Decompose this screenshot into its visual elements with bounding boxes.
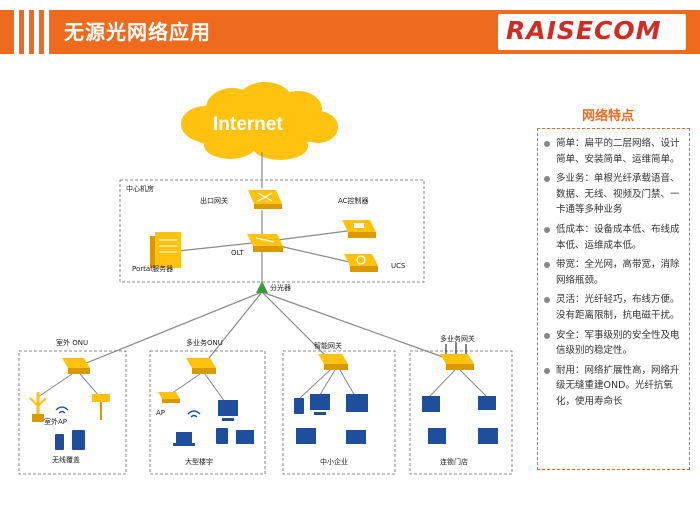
feature-text: 灵活：光纤轻巧，布线方便。没有距离限制，抗电磁干扰。	[556, 294, 680, 321]
bullet-icon	[544, 367, 550, 374]
branch-3-device-label: 智能网关	[314, 342, 342, 350]
outdoor-onu-device	[62, 358, 90, 374]
printer-icon	[236, 430, 254, 444]
feature-item: 安全：军事级别的安全性及电信级别的稳定性。	[544, 328, 685, 359]
bullet-icon	[544, 262, 550, 269]
egress-gateway-device	[248, 190, 282, 209]
bullet-icon	[544, 297, 550, 304]
diagram-svg	[18, 82, 513, 475]
bullet-icon	[544, 226, 550, 233]
feature-text: 低成本：设备成本低、布线成本低、运维成本低。	[556, 223, 680, 251]
wifi-icon-2	[187, 410, 201, 418]
egress-gateway-label: 出口网关	[200, 197, 228, 205]
feature-item: 灵活：光纤轻巧，布线方便。没有距离限制，抗电磁干扰。	[544, 292, 685, 323]
splitter-label: 分光器	[270, 284, 291, 292]
bullet-icon	[544, 332, 550, 339]
portal-server-label: Portal服务器	[132, 265, 174, 273]
multi-service-gateway-device	[440, 342, 474, 370]
phone-icon-2	[216, 428, 228, 444]
internet-cloud	[181, 82, 338, 160]
desktop-icon	[218, 400, 238, 416]
branch-2-device-label: 多业务ONU	[186, 339, 223, 347]
printer-icon-3	[478, 428, 498, 444]
ucs-label: UCS	[391, 262, 406, 270]
phone-icon-3	[294, 398, 304, 414]
olt-device	[247, 234, 283, 252]
stripes-decoration	[14, 10, 54, 54]
feature-text: 带宽：全光网，高带宽，消除网络瓶颈。	[556, 259, 680, 286]
feature-text: 安全：军事级别的安全性及电信级别的稳定性。	[556, 329, 680, 357]
wifi-icon	[55, 406, 69, 414]
branch-1-caption: 无线覆盖	[52, 456, 80, 464]
outdoor-ap-device	[29, 392, 47, 422]
feature-text: 多业务：单根光纤承载语音、数据、无线、视频及门禁、一卡通等多种业务	[556, 173, 680, 216]
multi-service-onu-device	[186, 358, 216, 374]
feature-item: 耐用：网络扩展性高，网络升级无缝重建OND。光纤抗氧化，使用寿命长	[544, 363, 685, 410]
printer-icon-2	[296, 428, 316, 444]
laptop-icon-2	[478, 396, 496, 410]
branch-1-sub-label: 室外AP	[44, 418, 68, 426]
laptop-icon	[176, 432, 192, 443]
branch-boxes	[18, 350, 513, 475]
feature-item: 多业务：单根光纤承载语音、数据、无线、视频及门禁、一卡通等多种业务	[544, 171, 685, 218]
outdoor-ap-2-device	[92, 394, 110, 420]
branch-2-sub-label: AP	[156, 409, 166, 417]
phone-icon	[55, 434, 64, 450]
feature-text: 耐用：网络扩展性高，网络升级无缝重建OND。光纤抗氧化，使用寿命长	[556, 364, 680, 407]
telephone-icon	[346, 430, 366, 444]
portal-server-device	[150, 232, 181, 268]
central-room-box	[119, 179, 425, 283]
ac-controller-label: AC控制器	[338, 197, 369, 205]
olt-label: OLT	[231, 249, 244, 257]
ap-device	[158, 392, 180, 403]
bullet-icon	[544, 141, 550, 147]
feature-text: 简单：扁平的二层网络、设计简单、安装简单、运维简单。	[556, 138, 680, 165]
smart-gateway-device	[318, 354, 348, 370]
branch-1-device-label: 室外 ONU	[56, 339, 89, 347]
desktop-icon-2	[310, 394, 330, 410]
bullet-icon	[544, 176, 550, 183]
features-title: 网络特点	[582, 109, 635, 124]
page-title: 无源光网络应用	[64, 20, 211, 44]
network-diagram: Internet 中心机房 出口网关 AC控制器 OLT Portal服务器 U…	[0, 62, 530, 525]
tablet-icon	[72, 430, 85, 450]
branch-4-device-label: 多业务网关	[440, 335, 475, 343]
pos-icon	[428, 428, 446, 444]
branch-4-caption: 连锁门店	[440, 458, 468, 466]
branch-3-caption: 中小企业	[320, 458, 348, 466]
raisecom-logo: RAISECOM	[498, 14, 686, 50]
branch-2-caption: 大型楼宇	[185, 458, 213, 466]
server-icon	[346, 394, 368, 412]
feature-item: 低成本：设备成本低、布线成本低、运维成本低。	[544, 222, 685, 253]
desktop-icon-3	[422, 396, 440, 412]
logo-text: RAISECOM	[506, 16, 662, 45]
splitter-icon	[256, 281, 268, 293]
feature-item: 简单：扁平的二层网络、设计简单、安装简单、运维简单。	[544, 136, 685, 167]
feature-item: 带宽：全光网，高带宽，消除网络瓶颈。	[544, 257, 685, 288]
header: 无源光网络应用 RAISECOM	[0, 0, 700, 62]
features-panel: 简单：扁平的二层网络、设计简单、安装简单、运维简单。 多业务：单根光纤承载语音、…	[537, 128, 690, 470]
features-list: 简单：扁平的二层网络、设计简单、安装简单、运维简单。 多业务：单根光纤承载语音、…	[538, 129, 689, 410]
ac-controller-device	[342, 220, 376, 238]
central-room-label: 中心机房	[126, 185, 154, 193]
ucs-device	[344, 254, 378, 272]
internet-label: Internet	[213, 114, 283, 135]
